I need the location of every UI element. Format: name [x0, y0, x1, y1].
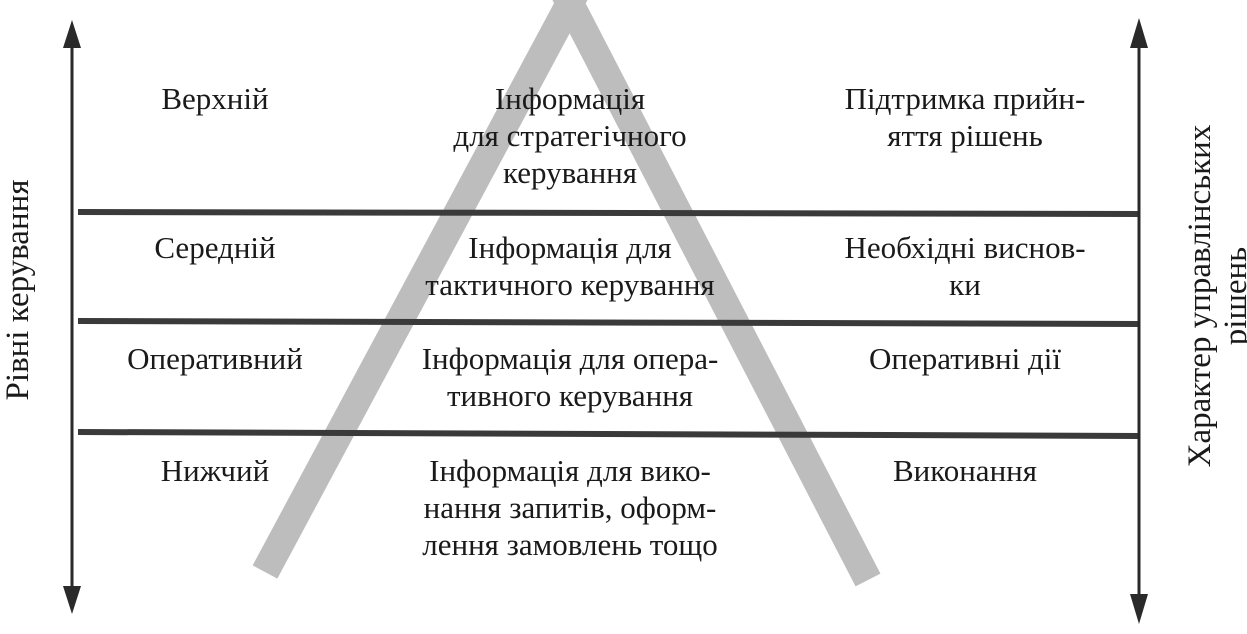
decision-bottom: Виконання [892, 453, 1038, 488]
separator-line-2 [77, 318, 1141, 327]
decision-middle: Необхідні виснов- ки [844, 230, 1086, 302]
separator-line-1 [77, 209, 1141, 217]
left-axis-label: Рівні керування [0, 179, 36, 401]
right-axis-label: Характер управлінських рішень [1182, 124, 1247, 468]
pyramid-left-side [252, 0, 588, 579]
information-top: Інформація для стратегічного керування [453, 81, 687, 190]
level-label-bottom: Нижчий [160, 453, 270, 488]
right-double-arrow [1130, 18, 1148, 624]
level-label-operational: Оперативний [127, 341, 303, 376]
level-label-middle: Середній [154, 230, 276, 265]
decision-operational: Оперативні дії [869, 341, 1061, 376]
separator-line-3 [77, 429, 1141, 439]
information-middle: Інформація для тактичного керування [425, 230, 715, 302]
level-label-top: Верхній [161, 81, 269, 116]
left-double-arrow [63, 20, 81, 614]
decision-top: Підтримка прийн- яття рішень [844, 81, 1086, 153]
information-bottom: Інформація для вико- нання запитів, офор… [422, 453, 718, 562]
pyramid-right-side [552, 0, 881, 587]
information-operational: Інформація для опера- тивного керування [421, 341, 719, 413]
